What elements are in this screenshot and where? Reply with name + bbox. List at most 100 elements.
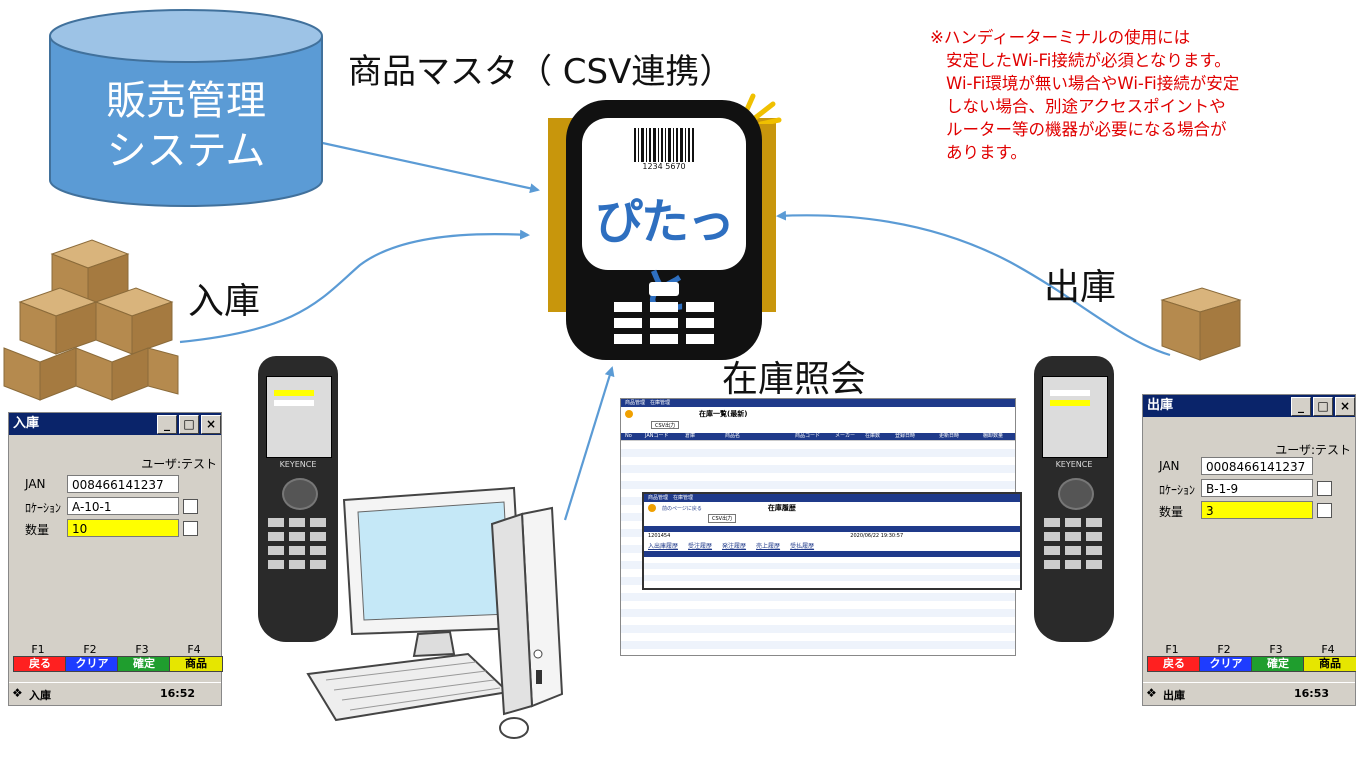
quantity-label: 数量 (1159, 505, 1184, 519)
page-title: 在庫履歴 (767, 504, 796, 512)
outbound-label: 出庫 (1044, 267, 1117, 308)
wifi-note: ※ハンディーターミナルの使用には 安定したWi-Fi接続が必須となります。 Wi… (930, 26, 1330, 164)
note-line: しない場合、別途アクセスポイントや (946, 97, 1226, 116)
col-header: 在庫数 (865, 433, 881, 439)
col-header: 登録日時 (895, 433, 916, 439)
inbound-titlebar: 入庫 _ □ × (9, 413, 221, 435)
close-icon[interactable]: × (1335, 397, 1355, 416)
tab-inout[interactable]: 入出庫履歴 (648, 543, 679, 550)
clear-button[interactable]: クリア (65, 656, 119, 672)
terminal-brand: KEYENCE (1055, 460, 1093, 469)
start-icon[interactable]: ❖ (1146, 686, 1157, 700)
db-label-line2: システム (106, 128, 266, 174)
master-label: 商品マスタ（ CSV連携） (348, 52, 734, 92)
product-button[interactable]: 商品 (169, 656, 223, 672)
user-label: ユーザ:テスト (1275, 443, 1351, 457)
arrow-db-to-device (317, 140, 540, 194)
col-header: 倉庫 (685, 433, 696, 439)
quantity-checkbox[interactable] (1317, 503, 1332, 518)
quantity-label: 数量 (25, 523, 50, 537)
row-date: 2020/06/22 19:30:57 (850, 533, 904, 539)
maximize-icon[interactable]: □ (179, 415, 199, 434)
terminal-brand: KEYENCE (279, 460, 317, 469)
jan-label: JAN (1159, 459, 1180, 473)
note-line: 安定したWi-Fi接続が必須となります。 (946, 51, 1231, 70)
web-menu-bar: 商品管理 在庫管理 (644, 494, 1020, 502)
clock: 16:52 (159, 687, 195, 700)
db-label-line1: 販売管理 (106, 78, 266, 124)
quantity-field[interactable]: 3 (1201, 501, 1313, 519)
quantity-field[interactable]: 10 (67, 519, 179, 537)
user-label: ユーザ:テスト (141, 457, 217, 471)
inbound-title: 入庫 (13, 416, 40, 431)
back-arrow-icon[interactable] (625, 410, 633, 418)
back-button[interactable]: 戻る (13, 656, 67, 672)
tab-payments[interactable]: 受払履歴 (790, 543, 815, 550)
barcode-icon (634, 128, 694, 162)
tab-purchases[interactable]: 発注履歴 (722, 543, 747, 550)
col-header: JANコード (645, 433, 669, 439)
location-checkbox[interactable] (1317, 481, 1332, 496)
taskbar: ❖ 入庫 16:52 (9, 682, 221, 705)
arrow-outbound (776, 210, 1171, 357)
note-line: ※ハンディーターミナルの使用には (930, 28, 1191, 47)
confirm-button[interactable]: 確定 (1251, 656, 1305, 672)
clock: 16:53 (1293, 687, 1329, 700)
back-button[interactable]: 戻る (1147, 656, 1201, 672)
fkey-label: F3 (1269, 643, 1283, 656)
tab-sales[interactable]: 売上履歴 (756, 543, 781, 550)
history-tabs: 入出庫履歴 受注履歴 発注履歴 売上履歴 受払履歴 (644, 542, 1020, 551)
taskbar-app[interactable]: 出庫 (1163, 689, 1185, 702)
stock-history-window: 商品管理 在庫管理 前のページに戻る 在庫履歴 CSV出力 1201454 20… (642, 492, 1022, 590)
close-icon[interactable]: × (201, 415, 221, 434)
table-header: No JANコード 倉庫 商品名 商品コード メーカー 在庫数 登録日時 更新日… (621, 433, 1015, 440)
cardboard-box-icon (1160, 287, 1242, 361)
outbound-title: 出庫 (1147, 398, 1174, 413)
jan-field[interactable]: 0008466141237 (1201, 457, 1313, 475)
fkey-label: F2 (83, 643, 97, 656)
inquiry-label: 在庫照会 (722, 359, 867, 400)
outbound-screen: 出庫 _ □ × ユーザ:テスト JAN 0008466141237 ﾛｹｰｼｮ… (1142, 394, 1356, 706)
location-field[interactable]: B-1-9 (1201, 479, 1313, 497)
jan-label: JAN (25, 477, 46, 491)
web-menu-bar: 商品管理 在庫管理 (621, 399, 1015, 407)
jan-field[interactable]: 008466141237 (67, 475, 179, 493)
fkey-label: F1 (1165, 643, 1179, 656)
arrow-inbound (179, 229, 530, 344)
page-title: 在庫一覧(最新) (699, 410, 748, 418)
location-checkbox[interactable] (183, 499, 198, 514)
database-cylinder (49, 9, 323, 207)
col-header: 更新日時 (939, 433, 960, 439)
outbound-titlebar: 出庫 _ □ × (1143, 395, 1355, 417)
maximize-icon[interactable]: □ (1313, 397, 1333, 416)
clear-button[interactable]: クリア (1199, 656, 1253, 672)
db-label: 販売管理 システム (46, 76, 326, 176)
note-line: あります。 (946, 143, 1027, 162)
location-label: ﾛｹｰｼｮﾝ (1159, 483, 1196, 497)
fkey-label: F4 (187, 643, 201, 656)
inbound-label: 入庫 (188, 281, 261, 322)
col-header: 商品コード (795, 433, 821, 439)
location-field[interactable]: A-10-1 (67, 497, 179, 515)
arrow-pc-to-device (563, 366, 615, 521)
desktop-pc-icon (306, 486, 564, 739)
minimize-icon[interactable]: _ (1291, 397, 1311, 416)
csv-button[interactable]: CSV出力 (651, 421, 680, 429)
taskbar-app[interactable]: 入庫 (29, 689, 51, 702)
location-label: ﾛｹｰｼｮﾝ (25, 501, 62, 515)
confirm-button[interactable]: 確定 (117, 656, 171, 672)
start-icon[interactable]: ❖ (12, 686, 23, 700)
back-link[interactable]: 前のページに戻る (662, 505, 702, 512)
tab-orders[interactable]: 受注履歴 (688, 543, 713, 550)
barcode-number: 1234 5670 (642, 162, 686, 171)
product-button[interactable]: 商品 (1303, 656, 1356, 672)
handheld-terminal-left: KEYENCE (254, 356, 342, 642)
quantity-checkbox[interactable] (183, 521, 198, 536)
note-line: ルーター等の機器が必要になる場合が (946, 120, 1227, 139)
handheld-terminal-right: KEYENCE (1030, 356, 1118, 642)
col-header: 棚卸数量 (983, 433, 1004, 439)
back-arrow-icon[interactable] (648, 504, 656, 512)
csv-button[interactable]: CSV出力 (708, 514, 737, 523)
minimize-icon[interactable]: _ (157, 415, 177, 434)
